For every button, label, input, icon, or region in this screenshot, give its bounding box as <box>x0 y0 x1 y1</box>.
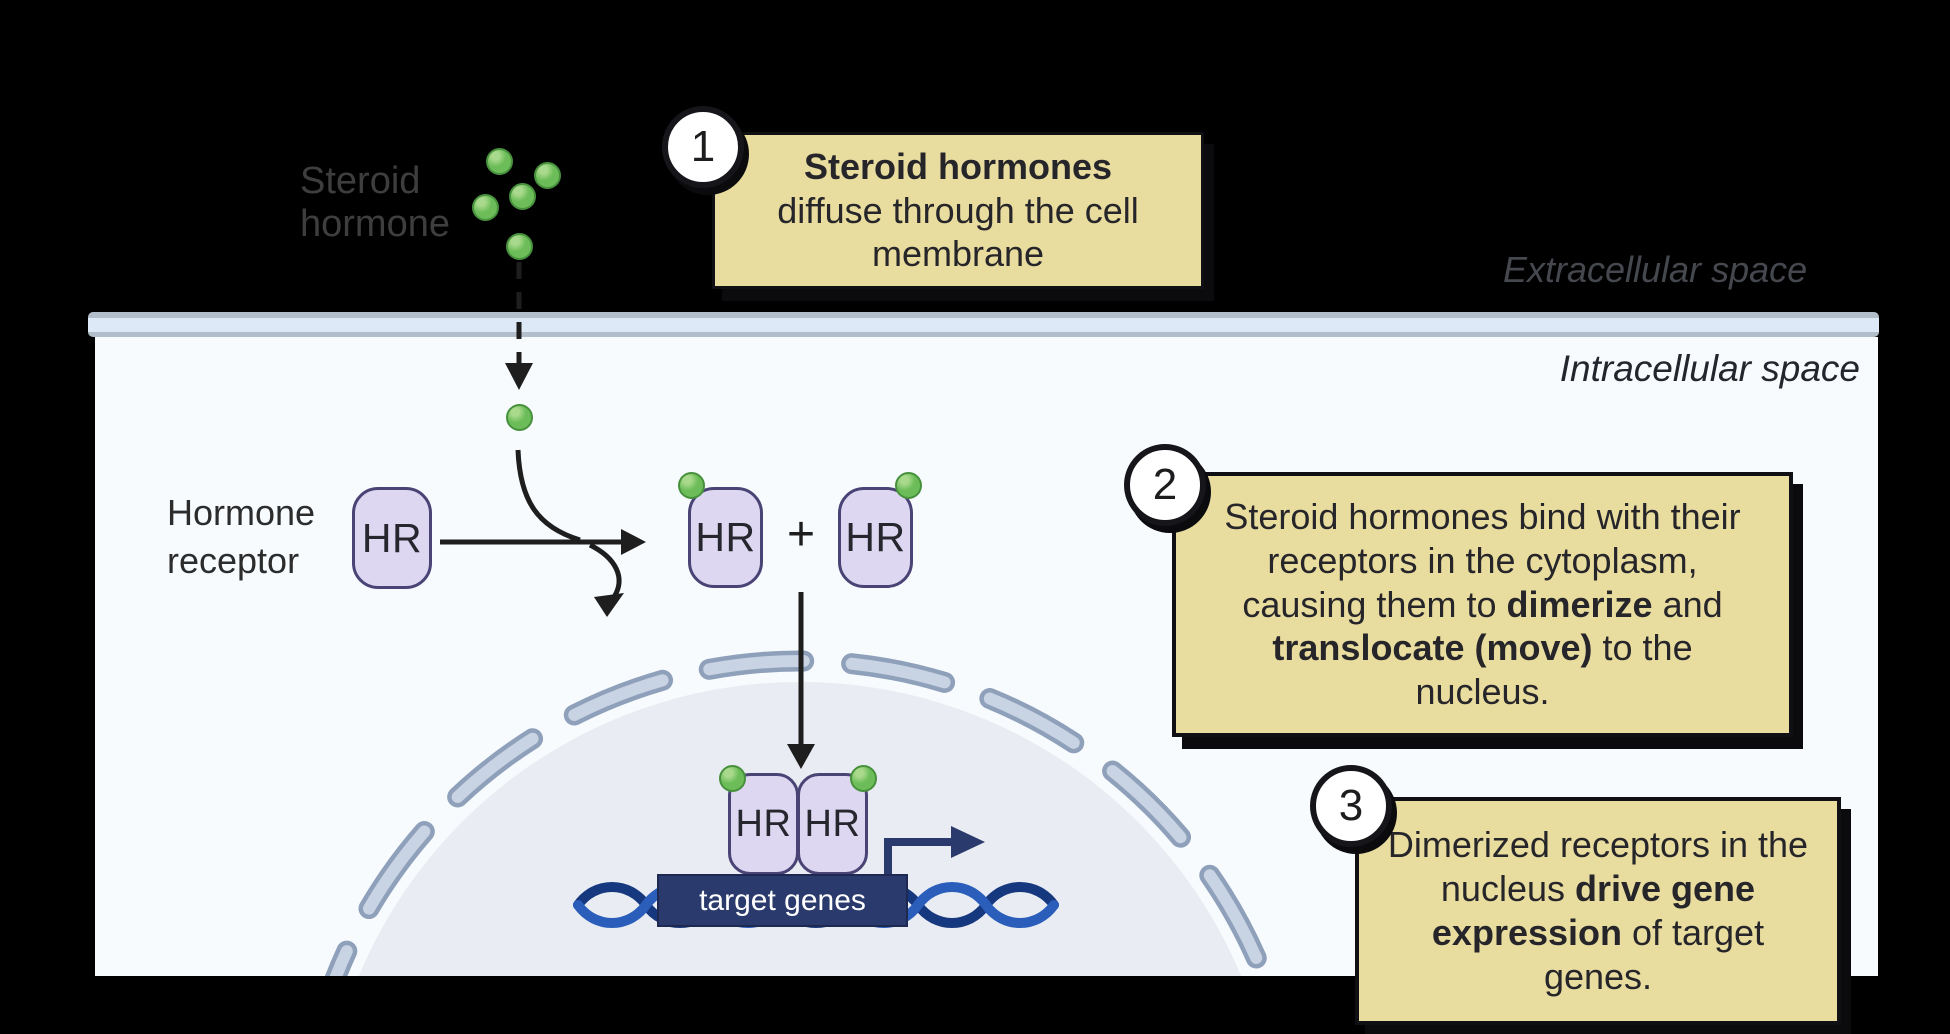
target-genes-box: target genes <box>657 874 908 927</box>
callout-3-box: Dimerized receptors in the nucleus drive… <box>1355 797 1841 1025</box>
steroid-hormone-label: Steroid hormone <box>300 160 450 246</box>
hormone-molecule <box>509 183 536 210</box>
hormone-receptor-label: Hormone receptor <box>167 492 316 581</box>
bound-hormone <box>719 765 746 792</box>
release-curve-arrow <box>588 542 624 617</box>
callout-2-box: Steroid hormones bind with their recepto… <box>1172 472 1793 737</box>
receptor-abbrev: HR <box>361 514 423 561</box>
hormone-diffusion-arrow <box>505 262 533 390</box>
hormone-molecule <box>486 148 513 175</box>
reaction-arrow <box>440 529 646 555</box>
intracellular-space-label: Intracellular space <box>1559 348 1860 389</box>
hormone-molecule <box>472 194 499 221</box>
callout-1-box: Steroid hormones diffuse through the cel… <box>712 132 1204 289</box>
target-genes-label: target genes <box>699 883 866 917</box>
hormone-binding-curve <box>515 449 581 543</box>
hormone-molecule <box>534 162 561 189</box>
bound-hormone <box>678 472 705 499</box>
gene-expression-arrow <box>884 826 985 876</box>
callout-2-text: Steroid hormones bind with their recepto… <box>1224 495 1741 713</box>
cell-membrane <box>88 312 1879 337</box>
dimer-receptor-left: HR <box>728 773 799 875</box>
callout-2-number: 2 <box>1124 444 1206 526</box>
hormone-molecule-cytoplasm <box>506 404 533 431</box>
bound-hormone <box>895 472 922 499</box>
receptor-abbrev: HR <box>845 514 906 560</box>
receptor-abbrev: HR <box>695 514 756 560</box>
receptor-hormone-complex-left: HR <box>688 487 763 588</box>
hormone-molecule <box>506 233 533 260</box>
extracellular-space-label: Extracellular space <box>1503 249 1808 290</box>
callout-1-text: Steroid hormones diffuse through the cel… <box>777 145 1139 275</box>
callout-3-number: 3 <box>1310 765 1392 847</box>
receptor-hormone-complex-right: HR <box>838 487 913 588</box>
callout-1-number: 1 <box>662 106 744 188</box>
receptor-abbrev: HR <box>804 802 861 845</box>
receptor-box: HR <box>352 487 432 589</box>
plus-sign: + <box>786 508 816 561</box>
callout-3-text: Dimerized receptors in the nucleus drive… <box>1387 824 1809 997</box>
bound-hormone <box>850 765 877 792</box>
translocation-arrow <box>787 592 815 769</box>
receptor-abbrev: HR <box>735 802 792 845</box>
